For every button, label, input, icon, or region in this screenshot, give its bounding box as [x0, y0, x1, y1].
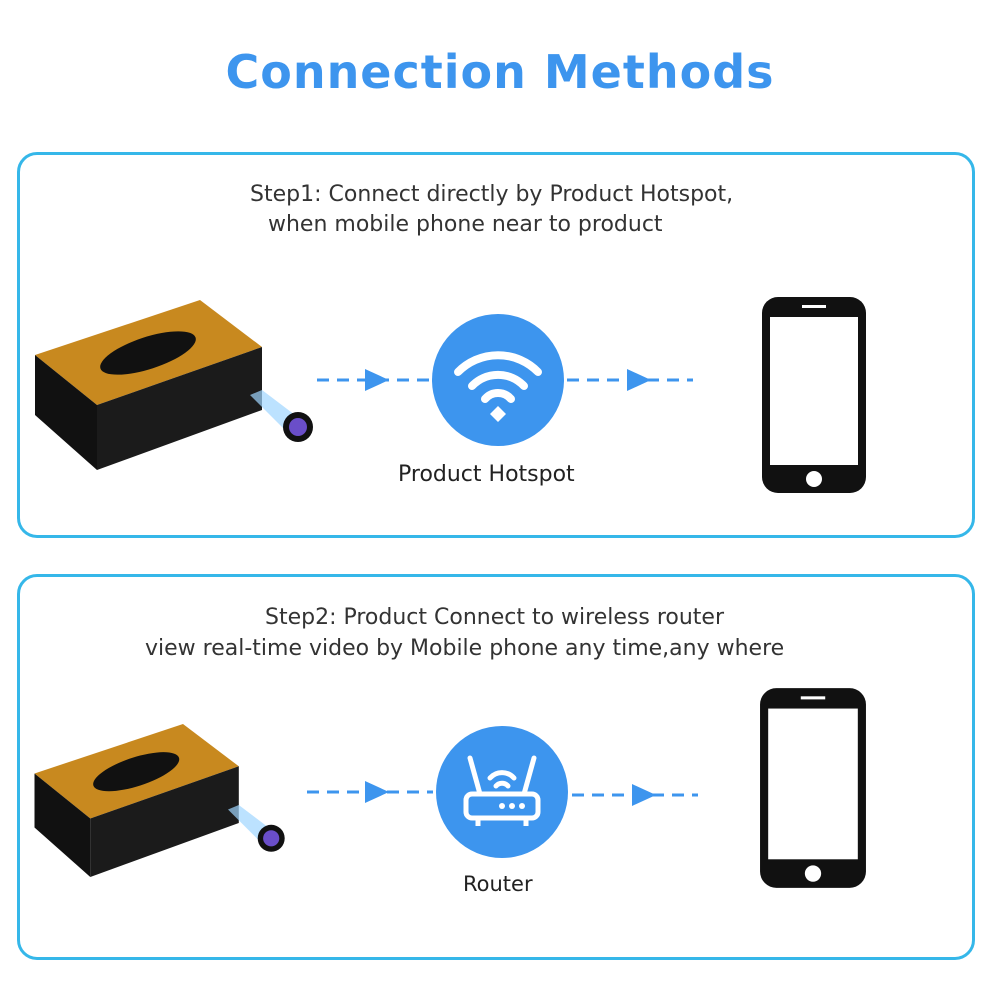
step1-text-line1: Step1: Connect directly by Product Hotsp…: [250, 182, 734, 207]
step1-panel: [17, 152, 975, 538]
router-label: Router: [463, 872, 533, 896]
smartphone-icon: [760, 688, 866, 888]
step2-panel: [17, 574, 975, 960]
tissue-box-camera-image: [35, 300, 313, 470]
page-title: Connection Methods: [225, 45, 775, 99]
smartphone-icon: [762, 297, 866, 493]
tissue-box-camera-image: [34, 724, 285, 877]
hotspot-label: Product Hotspot: [398, 462, 575, 487]
step2-text-line2: view real-time video by Mobile phone any…: [145, 636, 785, 661]
step2-text-line1: Step2: Product Connect to wireless route…: [265, 605, 724, 630]
arrow-icon: [572, 784, 698, 806]
wifi-hotspot-icon: [432, 314, 564, 446]
step1-text-line2: when mobile phone near to product: [268, 212, 663, 237]
arrow-icon: [567, 369, 693, 391]
arrow-icon: [317, 369, 433, 391]
router-icon: [436, 726, 568, 858]
arrow-icon: [307, 781, 433, 803]
